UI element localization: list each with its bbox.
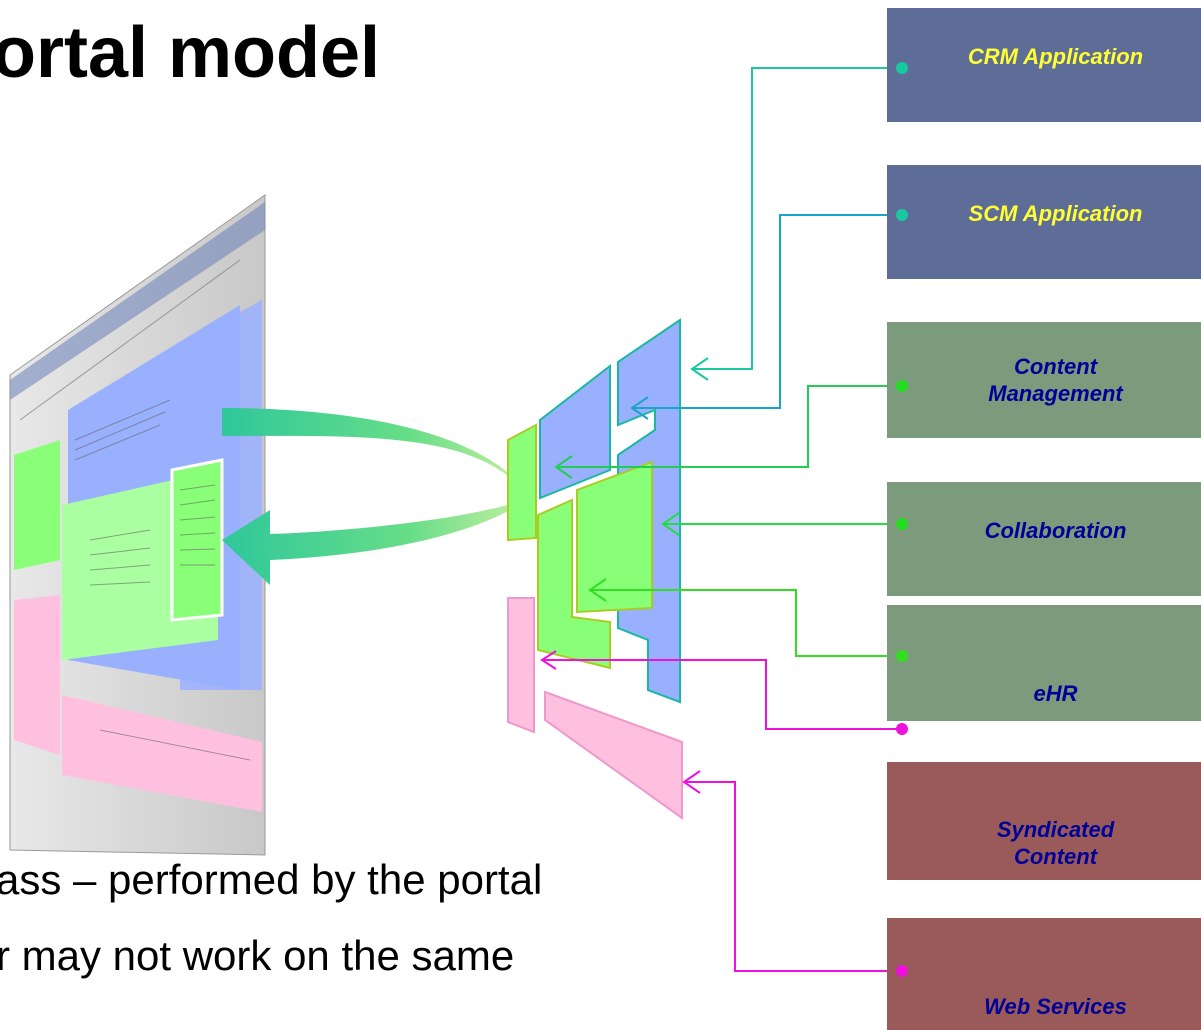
service-label-crm: CRM Application <box>967 43 1144 69</box>
flow-arrow-in <box>222 498 530 585</box>
service-box-collaboration: Collaboration <box>887 482 1201 596</box>
panel-content-bottom <box>537 498 611 670</box>
connector-syndicated <box>542 659 902 730</box>
service-label-collaboration: Collaboration <box>984 517 1127 543</box>
portal-components <box>507 318 683 820</box>
bullet-text-1: ass – performed by the portal <box>0 856 543 903</box>
bullet-text-2: r may not work on the same <box>0 932 515 979</box>
service-box-syndicated-content: Syndicated Content <box>887 762 1201 880</box>
portal-screenshot <box>9 194 266 856</box>
service-box-scm: SCM Application <box>887 165 1201 279</box>
flow-arrow-out <box>222 408 530 498</box>
service-connectors <box>540 67 902 972</box>
panel-external-left <box>507 597 535 734</box>
connector-crm <box>692 67 902 370</box>
service-box-web-services: Web Services <box>887 918 1201 1030</box>
service-box-ehr: eHR <box>887 605 1201 721</box>
panel-app-front <box>539 363 611 500</box>
service-label-syndicated-content: Syndicated Content <box>996 817 1115 869</box>
service-label-web-services: Web Services <box>984 993 1127 1019</box>
service-box-crm: CRM Application <box>887 8 1201 122</box>
service-box-content-management: Content Management <box>887 322 1201 438</box>
panel-content-left <box>507 423 537 542</box>
connector-scm <box>632 214 902 409</box>
service-label-content-management: Content Management <box>988 354 1123 406</box>
panel-content-right <box>576 460 653 614</box>
service-label-scm: SCM Application <box>968 200 1143 226</box>
screenshot-content-region <box>14 440 60 570</box>
panel-external-right <box>544 690 683 820</box>
connector-web-services <box>684 781 902 972</box>
connector-ehr <box>590 589 902 657</box>
connector-content-mgmt <box>556 385 902 468</box>
service-label-ehr: eHR <box>1033 680 1078 706</box>
screenshot-external-region <box>14 595 60 755</box>
slide-title: ortal model <box>0 13 381 93</box>
